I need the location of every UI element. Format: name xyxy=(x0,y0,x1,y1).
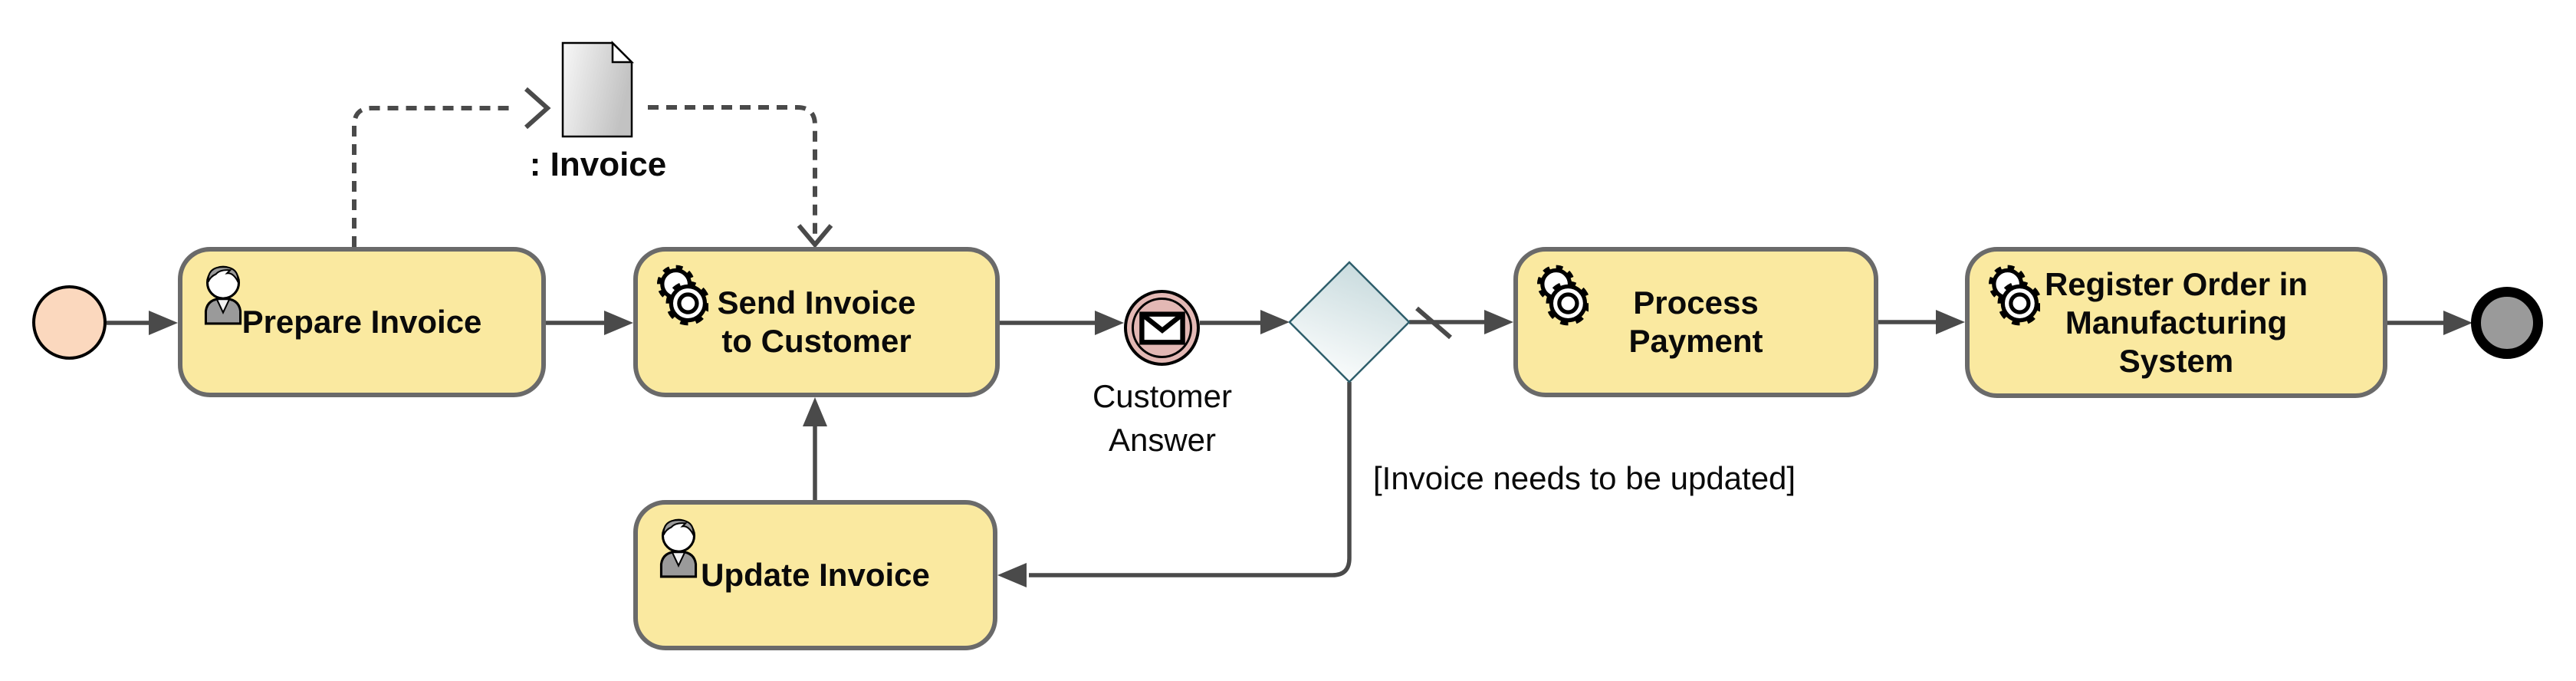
flow-register-order-to-end xyxy=(2387,311,2472,335)
task-label: Register Order in Manufacturing System xyxy=(2044,265,2308,379)
gears-icon xyxy=(1988,265,2040,326)
gears-icon xyxy=(1536,265,1589,326)
flow-start-to-prepare-invoice xyxy=(107,311,178,335)
user-icon xyxy=(659,518,698,578)
data-object-invoice[interactable] xyxy=(560,41,634,139)
gateway-diamond-icon xyxy=(1288,261,1411,383)
flow-customer-answer-to-gateway xyxy=(1200,310,1290,334)
event-inner-ring xyxy=(1132,298,1192,358)
open-arrowhead-down-icon xyxy=(797,224,833,248)
task-update-invoice[interactable]: Update Invoice xyxy=(633,500,997,650)
flow-process-payment-to-register-order xyxy=(1878,310,1965,334)
task-label: Update Invoice xyxy=(701,557,930,593)
flow-gateway-to-process-payment xyxy=(1409,306,1513,340)
document-fold-icon xyxy=(611,41,634,64)
flow-prepare-to-send-invoice xyxy=(546,311,633,335)
message-event-customer-answer[interactable] xyxy=(1124,290,1200,366)
task-label: Send Invoice to Customer xyxy=(717,285,916,359)
gears-icon xyxy=(656,265,708,326)
message-event-label: Customer Answer xyxy=(1092,378,1233,458)
default-flow-slash-marker xyxy=(1415,306,1452,340)
task-label: Process Payment xyxy=(1628,285,1763,359)
exclusive-gateway[interactable] xyxy=(1286,259,1412,385)
task-process-payment[interactable]: Process Payment xyxy=(1513,247,1878,397)
task-prepare-invoice[interactable]: Prepare Invoice xyxy=(178,247,546,397)
user-icon xyxy=(204,265,242,325)
task-register-order[interactable]: Register Order in Manufacturing System xyxy=(1965,247,2387,398)
flow-update-invoice-to-send-invoice xyxy=(803,397,827,500)
end-event[interactable] xyxy=(2471,287,2543,359)
condition-flow-label: [Invoice needs to be updated] xyxy=(1373,460,1796,496)
start-event[interactable] xyxy=(32,285,107,360)
document-icon xyxy=(561,41,633,138)
data-object-label: : Invoice xyxy=(529,146,667,183)
flow-send-invoice-to-customer-answer xyxy=(1000,311,1124,335)
task-send-invoice-to-customer[interactable]: Send Invoice to Customer xyxy=(633,247,1000,397)
task-label: Prepare Invoice xyxy=(242,304,482,340)
open-arrowhead-right-icon xyxy=(524,87,551,130)
